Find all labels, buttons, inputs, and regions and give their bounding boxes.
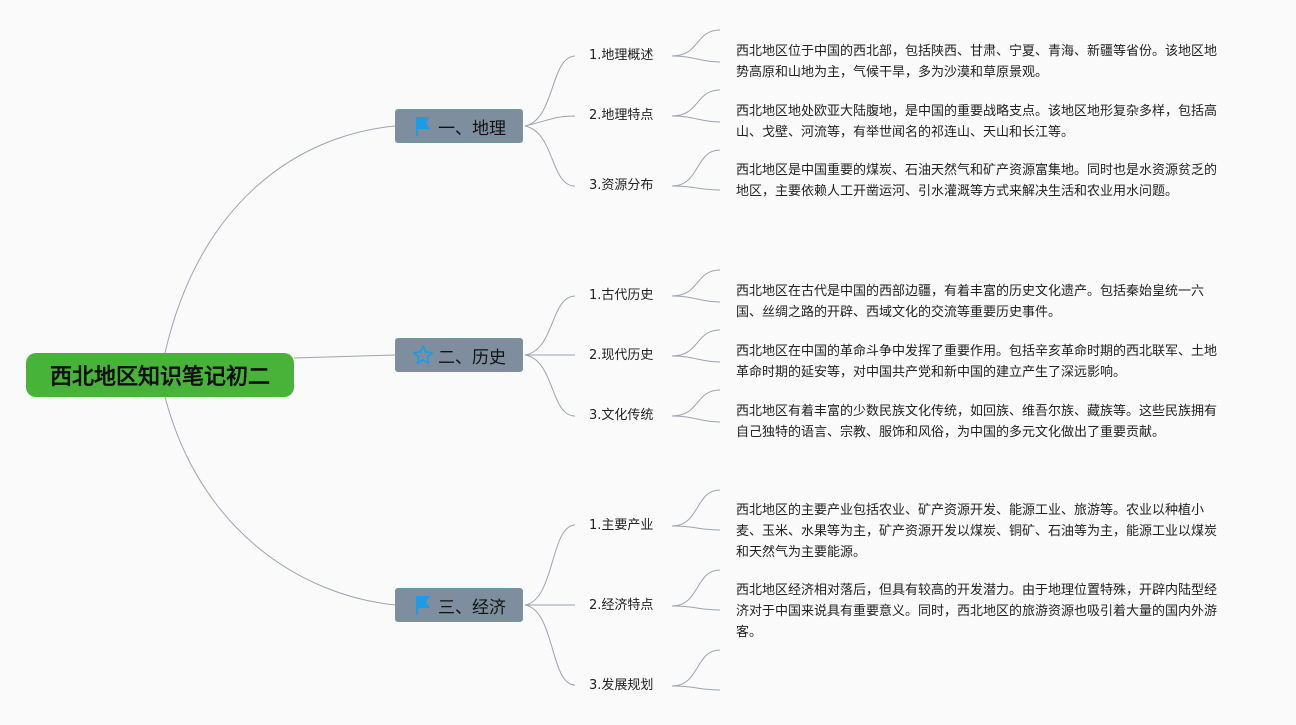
subtopic[interactable]: 1.主要产业	[589, 518, 654, 533]
link-root-eco	[164, 396, 396, 606]
note-text[interactable]: 西北地区位于中国的西北部，包括陕西、甘肃、宁夏、青海、新疆等省份。该地区地势高原…	[736, 44, 1218, 80]
note-text[interactable]: 西北地区经济相对落后，但具有较高的开发潜力。由于地理位置特殊，开辟内陆型经济对于…	[736, 583, 1218, 640]
root-topic[interactable]: 西北地区知识笔记初二	[26, 353, 294, 397]
note-text[interactable]: 西北地区在中国的革命斗争中发挥了重要作用。包括辛亥革命时期的西北联军、土地革命时…	[736, 344, 1218, 380]
subtopic[interactable]: 3.资源分布	[589, 178, 654, 193]
link-root-his	[293, 354, 396, 359]
link-root-geo	[164, 125, 396, 354]
note-text[interactable]: 西北地区地处欧亚大陆腹地，是中国的重要战略支点。该地区地形复杂多样，包括高山、戈…	[736, 104, 1218, 140]
branch-title: 一、地理	[438, 118, 506, 139]
flag-icon	[412, 115, 434, 137]
branch-title: 三、经济	[438, 597, 506, 618]
branch-geography[interactable]: 一、地理	[395, 109, 523, 143]
subtopic[interactable]: 1.古代历史	[589, 288, 654, 303]
branch-economy[interactable]: 三、经济	[395, 588, 523, 622]
subtopic[interactable]: 2.经济特点	[589, 598, 654, 613]
subtopic[interactable]: 2.地理特点	[589, 108, 654, 123]
branch-title: 二、历史	[438, 347, 506, 368]
star-icon	[412, 344, 434, 366]
subtopic[interactable]: 3.发展规划	[589, 678, 654, 693]
flag-icon	[412, 594, 434, 616]
note-text[interactable]: 西北地区有着丰富的少数民族文化传统，如回族、维吾尔族、藏族等。这些民族拥有自己独…	[736, 404, 1218, 440]
note-text[interactable]: 西北地区的主要产业包括农业、矿产资源开发、能源工业、旅游等。农业以种植小麦、玉米…	[736, 503, 1218, 560]
subtopic[interactable]: 3.文化传统	[589, 408, 654, 423]
subtopic[interactable]: 1.地理概述	[589, 48, 654, 63]
note-text[interactable]: 西北地区是中国重要的煤炭、石油天然气和矿产资源富集地。同时也是水资源贫乏的地区，…	[736, 163, 1218, 199]
note-text[interactable]: 西北地区在古代是中国的西部边疆，有着丰富的历史文化遗产。包括秦始皇统一六国、丝绸…	[736, 284, 1205, 320]
branch-history[interactable]: 二、历史	[395, 338, 523, 372]
subtopic[interactable]: 2.现代历史	[589, 348, 654, 363]
